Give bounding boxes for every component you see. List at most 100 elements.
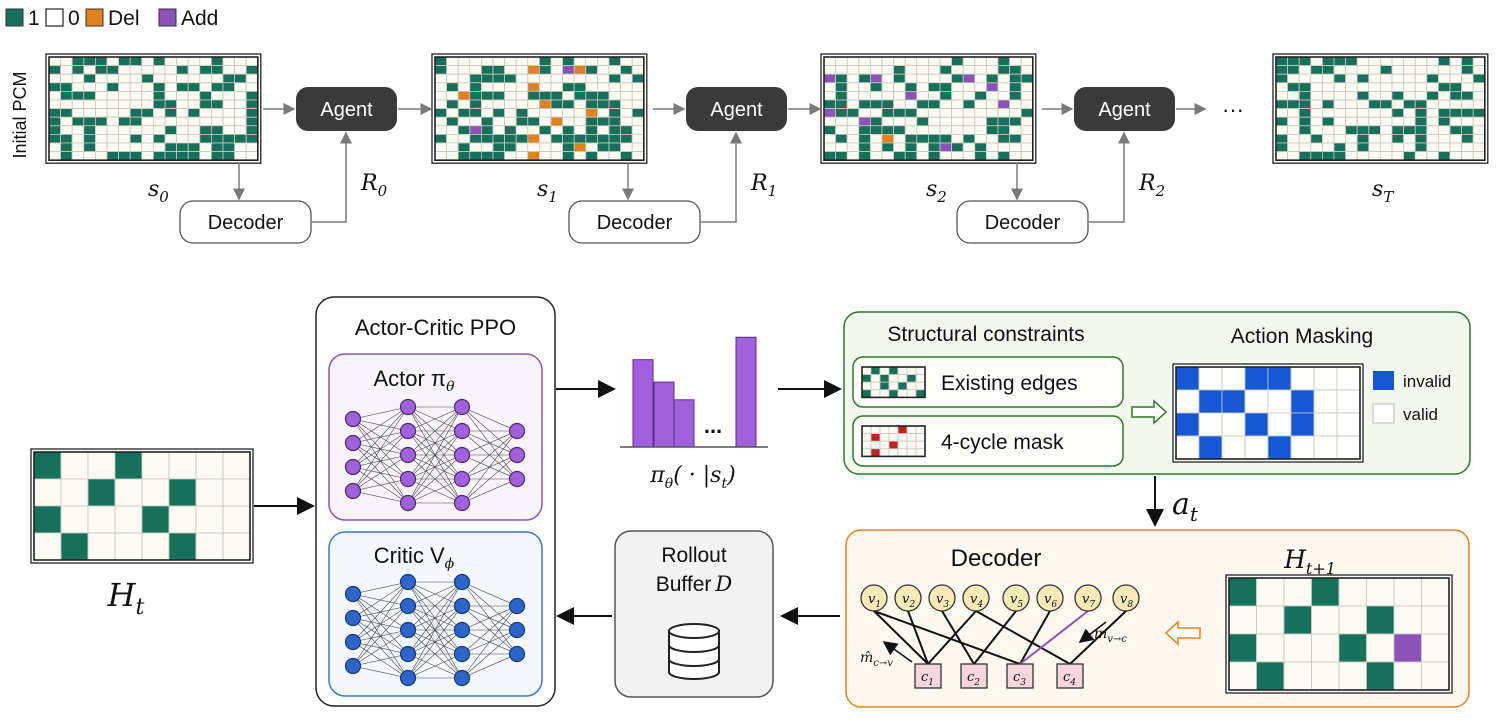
network-neuron (453, 398, 471, 416)
matrix-cell (176, 125, 189, 135)
matrix-cell (1298, 133, 1312, 144)
matrix-cell (823, 73, 837, 84)
matrix-cell (504, 108, 517, 118)
matrix-cell (83, 73, 96, 84)
matrix-cell (870, 448, 881, 457)
matrix-cell (195, 505, 224, 534)
existing-edges-label: Existing edges (941, 372, 1078, 395)
matrix-cell (106, 125, 120, 135)
network-neuron (453, 669, 471, 687)
matrix-cell (1380, 56, 1393, 67)
matrix-cell (986, 133, 999, 144)
matrix-cell (492, 56, 506, 67)
matrix-cell (1426, 65, 1439, 75)
matrix-cell (1461, 91, 1474, 101)
matrix-cell (539, 99, 552, 110)
matrix-cell (823, 133, 837, 144)
matrix-cell (176, 91, 189, 101)
matrix-cell (1020, 125, 1034, 135)
matrix-cell (904, 91, 918, 101)
matrix-cell (480, 108, 494, 118)
matrix-cell (234, 108, 247, 118)
matrix-cell (152, 108, 166, 118)
matrix-cell (1275, 91, 1289, 101)
matrix-cell (906, 433, 917, 442)
matrix-cell (71, 125, 85, 135)
matrix-cell (1338, 661, 1367, 691)
matrix-cell (434, 65, 448, 75)
matrix-cell (835, 142, 848, 153)
matrix-cell (881, 133, 895, 144)
legend-label-add: Add (181, 7, 218, 30)
matrix-cell (1366, 633, 1395, 663)
matrix-cell (1298, 73, 1312, 84)
matrix-cell (881, 91, 895, 101)
matrix-cell (187, 108, 201, 118)
matrix-cell (434, 116, 448, 127)
matrix-cell (1380, 133, 1393, 144)
matrix-cell (152, 116, 166, 127)
matrix-cell (539, 108, 552, 118)
matrix-cell (245, 56, 259, 67)
network-edge (461, 430, 518, 504)
matrix-cell (129, 133, 143, 144)
matrix-cell (118, 56, 131, 67)
matrix-cell (492, 125, 506, 135)
matrix-cell (195, 532, 224, 561)
tanner-edge (975, 610, 1071, 665)
matrix-cell (1275, 82, 1289, 92)
matrix-cell (1175, 412, 1200, 437)
matrix-cell (986, 151, 999, 161)
matrix-cell (1333, 151, 1347, 161)
matrix-cell (1449, 151, 1463, 161)
matrix-cell (141, 116, 154, 127)
check-node-label: c3 (1013, 670, 1026, 688)
matrix-cell (164, 65, 178, 75)
matrix-cell (631, 151, 645, 161)
matrix-cell (939, 91, 953, 101)
matrix-cell (1287, 82, 1300, 92)
matrix-cell (222, 151, 236, 161)
network-neuron (399, 597, 417, 615)
matrix-cell (915, 366, 926, 375)
matrix-cell (939, 151, 953, 161)
matrix-cell (164, 133, 178, 144)
network-neuron (453, 573, 471, 591)
matrix-cell (1393, 577, 1422, 607)
matrix-cell (1461, 99, 1474, 110)
network-neuron (453, 422, 471, 440)
matrix-cell (597, 65, 610, 75)
matrix-cell (881, 116, 895, 127)
matrix-cell (1366, 577, 1395, 607)
matrix-cell (1256, 661, 1285, 691)
matrix-cell (1336, 366, 1361, 391)
matrix-cell (129, 142, 143, 153)
matrix-cell (152, 82, 166, 92)
matrix-cell (1403, 142, 1416, 153)
matrix-cell (550, 116, 564, 127)
matrix-cell (846, 133, 860, 144)
network-neuron (508, 621, 526, 639)
matrix-cell (1368, 91, 1381, 101)
decoder-label-3: Decoder (985, 212, 1061, 234)
matrix-cell (1333, 125, 1347, 135)
matrix-cell (1228, 577, 1257, 607)
matrix-cell (1310, 142, 1323, 153)
state-label-s2: s2 (926, 177, 947, 206)
matrix-cell (897, 366, 908, 375)
matrix-cell (457, 125, 471, 135)
variable-node (928, 584, 956, 612)
matrix-cell (176, 82, 189, 92)
matrix-cell (164, 151, 178, 161)
matrix-cell (245, 133, 259, 144)
matrix-cell (846, 108, 860, 118)
matrix-cell (904, 133, 918, 144)
matrix-cell (106, 65, 120, 75)
matrix-cell (106, 99, 120, 110)
matrix-cell (234, 133, 247, 144)
matrix-cell (1393, 633, 1422, 663)
variable-node-label: v3 (936, 592, 949, 610)
matrix-cell (1345, 73, 1358, 84)
matrix-cell (1333, 142, 1347, 153)
matrix-cell (118, 99, 131, 110)
